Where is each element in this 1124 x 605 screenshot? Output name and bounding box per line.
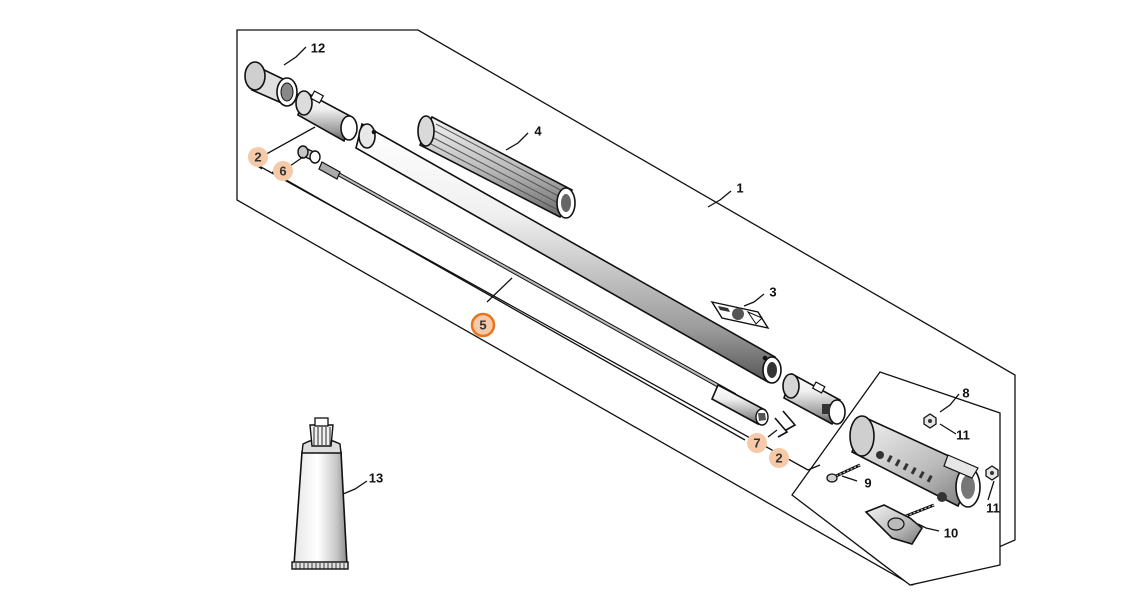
assembly-frame-main: [236, 29, 1016, 586]
decal-part: [710, 300, 770, 330]
callout-9: 9: [864, 476, 871, 491]
callout-10: 10: [944, 526, 958, 541]
callout-number: 13: [369, 471, 383, 486]
callout-highlight-dot: [273, 161, 293, 181]
callout-7-highlighted[interactable]: 7: [747, 433, 767, 453]
upper-coupling-part: [295, 90, 358, 143]
callout-number: 11: [956, 428, 970, 443]
callout-1: 1: [736, 181, 743, 196]
callout-13: 13: [369, 471, 383, 486]
callout-12: 12: [311, 41, 325, 56]
bushing-part: [297, 145, 321, 164]
leader-lines: [283, 46, 995, 532]
callout-highlight-dot: [747, 433, 767, 453]
callout-highlight-dot: [248, 147, 268, 167]
screw-part: [826, 463, 861, 483]
callout-number: 2: [254, 150, 261, 165]
callout-2-highlighted[interactable]: 2: [769, 448, 789, 468]
callout-2-highlighted[interactable]: 2: [248, 147, 268, 167]
callout-3: 3: [769, 285, 776, 300]
callout-number: 10: [944, 526, 958, 541]
grease-tube-part: [291, 417, 349, 570]
callout-number: 12: [311, 41, 325, 56]
lower-coupling-part: [782, 372, 846, 426]
callout-number: 6: [279, 164, 286, 179]
callout-number: 2: [775, 451, 782, 466]
nut-part: [923, 413, 999, 481]
grip-part: [417, 115, 576, 219]
wing-screw-part: [864, 503, 935, 545]
callout-11: 11: [986, 501, 1000, 516]
callout-8: 8: [962, 386, 969, 401]
callout-6-highlighted[interactable]: 6: [273, 161, 293, 181]
callout-number: 3: [769, 285, 776, 300]
callout-number: 8: [962, 386, 969, 401]
assembly-frame-handle: [791, 371, 1001, 586]
callout-11: 11: [956, 428, 970, 443]
end-cap-part: [244, 61, 298, 107]
callout-highlight-dot: [769, 448, 789, 468]
clip-part: [774, 410, 797, 438]
drive-shaft-part: [318, 161, 769, 426]
callout-5-highlighted[interactable]: 5: [470, 312, 496, 338]
callout-4: 4: [534, 124, 542, 139]
callout-number: 1: [736, 181, 743, 196]
callout-number: 9: [864, 476, 871, 491]
callout-number: 7: [753, 436, 760, 451]
callout-number: 4: [534, 124, 542, 139]
callout-number: 11: [986, 501, 1000, 516]
callout-highlight-dot: [470, 312, 496, 338]
main-tube-part: [355, 122, 782, 384]
callout-number: 5: [479, 318, 486, 333]
handle-housing-part: [849, 415, 981, 508]
